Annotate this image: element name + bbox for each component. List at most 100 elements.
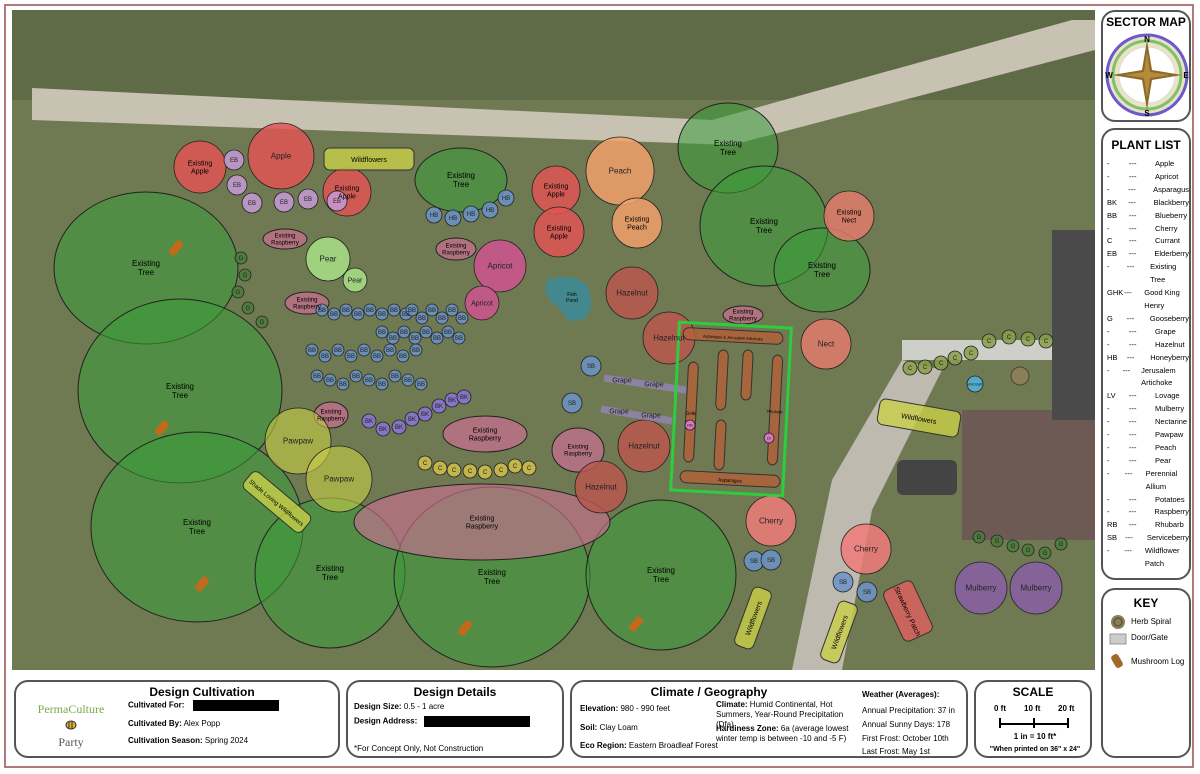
blueberry-26[interactable] [375, 325, 389, 339]
currant-east-6[interactable] [1001, 329, 1017, 345]
blueberry-12[interactable] [357, 343, 371, 357]
blueberry-8[interactable] [305, 343, 319, 357]
existing-raspberry-b[interactable] [435, 237, 477, 261]
blueberry-36[interactable] [425, 303, 439, 317]
lv-marker[interactable] [763, 432, 775, 444]
currant-2[interactable] [446, 462, 462, 478]
currant-7[interactable] [521, 460, 537, 476]
blueberry-32[interactable] [441, 325, 455, 339]
mulberry-2[interactable] [1009, 561, 1063, 615]
blackberry-7[interactable] [456, 389, 472, 405]
serviceberry-1[interactable] [561, 392, 583, 414]
existing-raspberry-f[interactable] [551, 427, 605, 473]
existing-tree-8[interactable] [773, 227, 871, 313]
serviceberry-0[interactable] [580, 355, 602, 377]
honeyberry-0[interactable] [425, 206, 443, 224]
blueberry-10[interactable] [331, 343, 345, 357]
strawberry-patch[interactable] [882, 579, 935, 643]
currant-0[interactable] [417, 455, 433, 471]
currant-east-2[interactable] [933, 355, 949, 371]
mulberry-1[interactable] [954, 561, 1008, 615]
blueberry-37[interactable] [435, 311, 449, 325]
gooseberry-1[interactable] [238, 268, 252, 282]
currant-east-7[interactable] [1020, 331, 1036, 347]
blackberry-2[interactable] [391, 419, 407, 435]
cherry-2[interactable] [840, 523, 892, 575]
honeyberry-1[interactable] [444, 209, 462, 227]
blueberry-17[interactable] [310, 369, 324, 383]
existing-apple-4[interactable] [533, 206, 585, 258]
serviceberry-3[interactable] [760, 549, 782, 571]
existing-raspberry-a[interactable] [262, 228, 308, 250]
elderberry-5[interactable] [326, 190, 348, 212]
grape-row-1[interactable] [600, 405, 673, 425]
elderberry-2[interactable] [241, 192, 263, 214]
grape-row-0[interactable] [603, 374, 687, 394]
currant-5[interactable] [493, 462, 509, 478]
blueberry-19[interactable] [336, 377, 350, 391]
pear-tree-2[interactable] [342, 267, 368, 293]
blueberry-30[interactable] [419, 325, 433, 339]
blueberry-1[interactable] [327, 307, 341, 321]
bed-mid-2[interactable] [713, 419, 727, 471]
hazelnut-1[interactable] [605, 266, 659, 320]
gooseberry-3[interactable] [241, 301, 255, 315]
blueberry-0[interactable] [315, 303, 329, 317]
gooseberry-east-5[interactable] [1054, 537, 1068, 551]
blueberry-9[interactable] [318, 349, 332, 363]
gooseberry-east-4[interactable] [1038, 546, 1052, 560]
gooseberry-east-0[interactable] [972, 530, 986, 544]
gooseberry-2[interactable] [231, 285, 245, 299]
blueberry-13[interactable] [370, 349, 384, 363]
currant-east-3[interactable] [947, 350, 963, 366]
blueberry-33[interactable] [452, 331, 466, 345]
bed-mid-1[interactable] [715, 349, 729, 411]
currant-east-1[interactable] [917, 359, 933, 375]
blueberry-28[interactable] [397, 325, 411, 339]
hazelnut-4[interactable] [574, 460, 628, 514]
blueberry-22[interactable] [375, 377, 389, 391]
blueberry-25[interactable] [414, 377, 428, 391]
currant-east-8[interactable] [1038, 333, 1054, 349]
rb-marker[interactable] [684, 419, 696, 431]
blueberry-29[interactable] [408, 331, 422, 345]
currant-east-4[interactable] [963, 345, 979, 361]
gooseberry-east-3[interactable] [1021, 543, 1035, 557]
fish-pond[interactable] [545, 276, 591, 322]
blueberry-2[interactable] [339, 303, 353, 317]
blueberry-15[interactable] [396, 349, 410, 363]
blackberry-4[interactable] [417, 406, 433, 422]
currant-4[interactable] [477, 464, 493, 480]
gooseberry-0[interactable] [234, 251, 248, 265]
bed-top[interactable] [682, 327, 784, 345]
blueberry-18[interactable] [323, 373, 337, 387]
wildflowers-east[interactable] [876, 398, 962, 438]
wildflowers-south-1[interactable] [733, 585, 773, 650]
wildflowers-south-2[interactable] [819, 599, 859, 664]
hazelnut-3[interactable] [617, 419, 671, 473]
existing-nect[interactable] [823, 190, 875, 242]
existing-tree-5[interactable] [585, 499, 737, 651]
blueberry-31[interactable] [430, 331, 444, 345]
blueberry-21[interactable] [362, 373, 376, 387]
gooseberry-4[interactable] [255, 315, 269, 329]
serviceberry-4[interactable] [832, 571, 854, 593]
bed-left[interactable] [683, 361, 699, 463]
blackberry-0[interactable] [361, 413, 377, 429]
vegetable-bed-outline[interactable] [669, 320, 793, 498]
mint-bath[interactable] [966, 375, 984, 393]
apricot-tree-2[interactable] [464, 285, 500, 321]
existing-peach[interactable] [611, 197, 663, 249]
blueberry-3[interactable] [351, 307, 365, 321]
existing-tree-9[interactable] [414, 147, 508, 213]
currant-east-0[interactable] [902, 360, 918, 376]
blueberry-20[interactable] [349, 369, 363, 383]
apricot-tree-1[interactable] [473, 239, 527, 293]
existing-apple-1[interactable] [173, 140, 227, 194]
existing-raspberry-e[interactable] [722, 305, 764, 325]
serviceberry-5[interactable] [856, 581, 878, 603]
blueberry-27[interactable] [386, 331, 400, 345]
blueberry-35[interactable] [415, 311, 429, 325]
gooseberry-east-1[interactable] [990, 534, 1004, 548]
blueberry-14[interactable] [383, 343, 397, 357]
